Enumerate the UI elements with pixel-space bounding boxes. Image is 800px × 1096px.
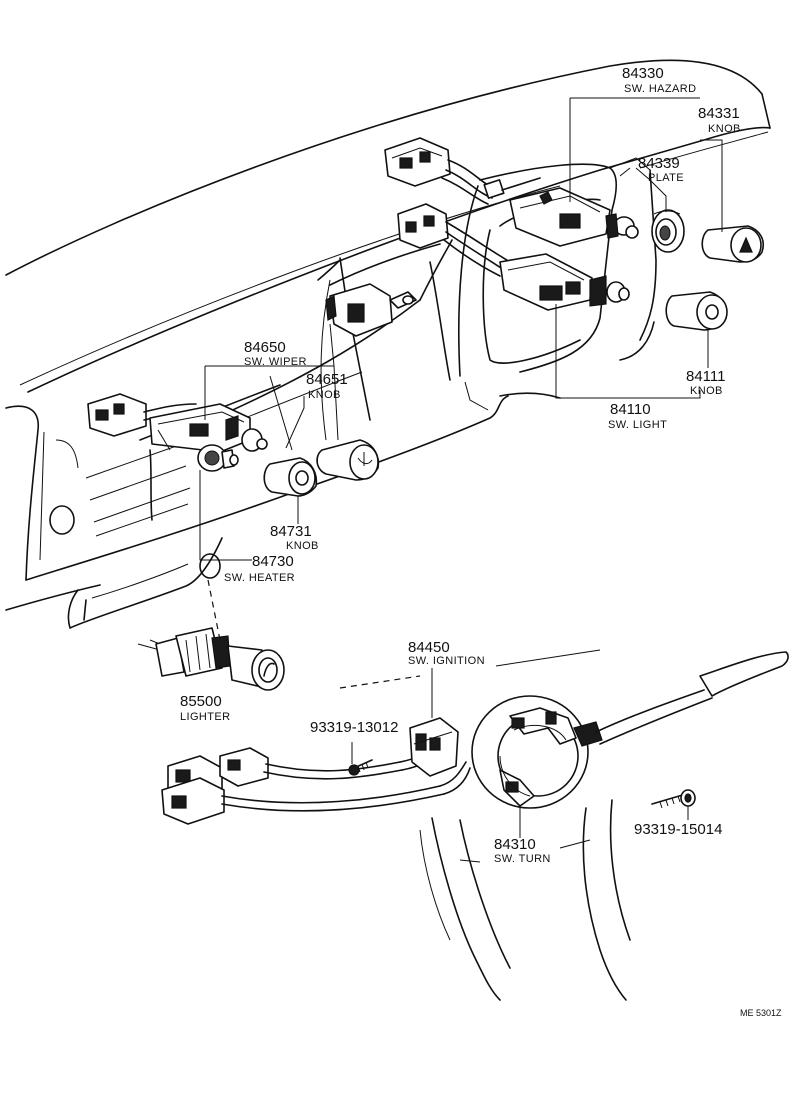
turn-switch-number: 84310 <box>494 836 536 853</box>
steering-column-outline <box>419 799 631 1001</box>
hazard-knob <box>701 225 764 263</box>
label-light-switch: 84110 SW. LIGHT <box>608 401 667 431</box>
label-lighter: 85500 LIGHTER <box>180 693 230 723</box>
lighter-name: LIGHTER <box>180 711 230 723</box>
screw-small-number: 93319-13012 <box>310 719 398 736</box>
ignition-switch <box>409 717 459 777</box>
wiper-motor-connector <box>325 283 417 337</box>
label-turn-switch: 84310 SW. TURN <box>494 836 551 865</box>
label-screw-large: 93319-15014 <box>634 821 722 838</box>
label-plate: 84339 PLATE <box>638 155 684 184</box>
label-light-knob: 84111 KNOB <box>686 368 726 397</box>
label-hazard-switch: 84330 SW. HAZARD <box>622 65 696 95</box>
ignition-switch-number: 84450 <box>408 639 450 656</box>
light-knob-number: 84111 <box>686 368 726 385</box>
turn-signal-lever <box>595 651 789 745</box>
label-heater-switch: 84730 SW. HEATER <box>224 553 295 584</box>
heater-knob-name: KNOB <box>286 540 319 552</box>
screw-small <box>348 759 373 776</box>
hazard-knob-name: KNOB <box>708 123 741 135</box>
heater-knob <box>263 457 318 497</box>
label-wiper-switch: 84650 SW. WIPER <box>244 339 307 368</box>
cigarette-lighter <box>137 627 285 691</box>
light-knob-name: KNOB <box>690 385 723 397</box>
column-harness <box>161 741 471 825</box>
screw-large <box>651 789 696 809</box>
lighter-number: 85500 <box>180 693 222 710</box>
turn-switch <box>471 695 603 809</box>
wiper-knob <box>316 439 380 481</box>
heater-switch-number: 84730 <box>252 553 294 570</box>
light-switch-number: 84110 <box>610 401 651 418</box>
plate-ring <box>651 209 685 253</box>
label-ignition-switch: 84450 SW. IGNITION <box>408 639 485 667</box>
hazard-switch-assembly <box>384 137 639 247</box>
heater-switch-name: SW. HEATER <box>224 572 295 584</box>
hazard-knob-number: 84331 <box>698 105 740 122</box>
light-knob <box>665 291 728 331</box>
turn-switch-name: SW. TURN <box>494 853 551 865</box>
dashboard-panel <box>5 59 771 629</box>
ignition-switch-name: SW. IGNITION <box>408 655 485 667</box>
hazard-switch-name: SW. HAZARD <box>624 83 696 95</box>
wiper-switch-number: 84650 <box>244 339 286 356</box>
wiper-knob-name: KNOB <box>308 389 341 401</box>
heater-knob-number: 84731 <box>270 523 312 540</box>
light-switch-name: SW. LIGHT <box>608 419 667 431</box>
wiper-switch-assembly <box>87 393 268 453</box>
leader-lines <box>199 97 723 863</box>
wiper-knob-number: 84651 <box>306 371 348 388</box>
label-wiper-knob: 84651 KNOB <box>306 371 348 401</box>
screw-large-number: 93319-15014 <box>634 821 722 838</box>
plate-name: PLATE <box>648 172 684 184</box>
light-switch-assembly <box>397 203 630 311</box>
heater-switch-assembly <box>197 444 239 472</box>
label-hazard-knob: 84331 KNOB <box>698 105 741 135</box>
hazard-switch-number: 84330 <box>622 65 664 82</box>
label-heater-knob: 84731 KNOB <box>270 523 319 552</box>
wiper-switch-name: SW. WIPER <box>244 356 307 368</box>
label-screw-small: 93319-13012 <box>310 719 398 736</box>
diagram-code: ME 5301Z <box>740 1008 782 1018</box>
plate-number: 84339 <box>638 155 680 172</box>
